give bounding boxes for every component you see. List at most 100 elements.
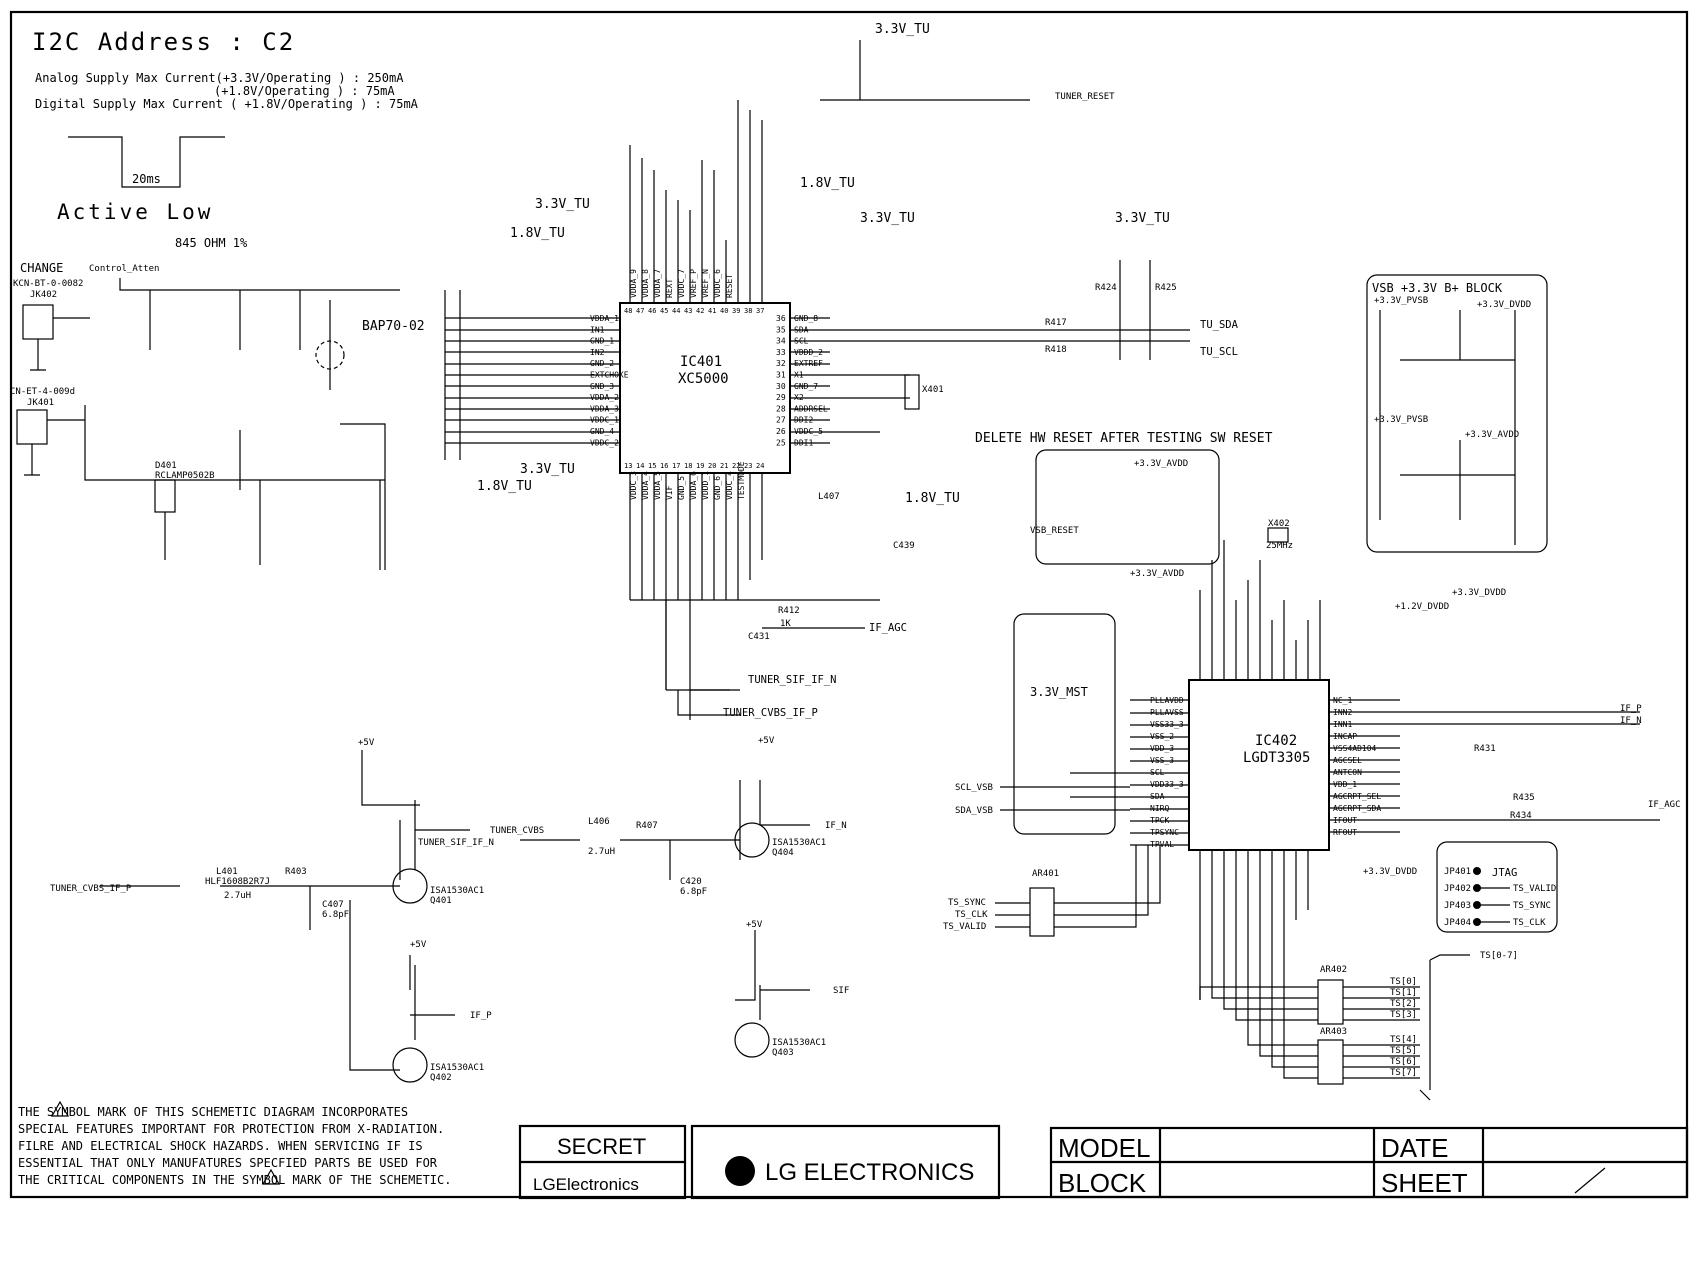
jp403-label: JP403 — [1444, 901, 1471, 911]
ic401-pinnum-bottom-3: 16 — [660, 462, 668, 470]
rail-12-dvdd: +1.2V_DVDD — [1395, 602, 1449, 612]
jp402-label: JP402 — [1444, 884, 1471, 894]
digital-supply-note: Digital Supply Max Current ( +1.8V/Opera… — [35, 97, 419, 111]
l407-ref: L407 — [818, 492, 840, 502]
ic401-pinnum-bottom-7: 20 — [708, 462, 716, 470]
ts-bus-label: TS[0-7] — [1480, 951, 1518, 961]
ic401-pinnum-right-10: 26 — [776, 427, 786, 436]
ic401-pin-left-4: GND_2 — [590, 359, 614, 368]
bap70-label: BAP70-02 — [362, 319, 425, 334]
x402-ref: X402 — [1268, 519, 1290, 529]
sheet-label: SHEET — [1381, 1168, 1468, 1198]
ic401-pin-left-2: GND_1 — [590, 337, 614, 346]
ar403-ref: AR403 — [1320, 1027, 1347, 1037]
ic401-pin-bottom-9: TESTMODE — [737, 461, 746, 500]
jtag-ts-clk: TS_CLK — [1513, 918, 1546, 928]
l406-ref: L406 — [588, 817, 610, 827]
rail-33-tu-a: 3.3V_TU — [535, 197, 590, 212]
ic401-pin-bottom-2: VDDA_5 — [653, 471, 662, 500]
jtag-ts-valid: TS_VALID — [1513, 884, 1556, 894]
warning-line-3: FILRE AND ELECTRICAL SHOCK HAZARDS. WHEN… — [18, 1139, 423, 1153]
c407-val: 6.8pF — [322, 910, 349, 920]
ar401-ref: AR401 — [1032, 869, 1059, 879]
warning-line-2: SPECIAL FEATURES IMPORTANT FOR PROTECTIO… — [18, 1122, 444, 1136]
rail-33-tu-e: 3.3V_TU — [1115, 211, 1170, 226]
tuner-sif-if-n-label: TUNER_SIF_IF_N — [748, 674, 837, 686]
ic402-ref: IC402 — [1255, 733, 1297, 749]
ts3-label: TS[3] — [1390, 1010, 1417, 1020]
analog-supply-note: Analog Supply Max Current(+3.3V/Operatin… — [35, 71, 404, 85]
ic401-pinnum-bottom-4: 17 — [672, 462, 680, 470]
ic401-pinnum-bottom-9: 22 — [732, 462, 740, 470]
warning-line-5: THE CRITICAL COMPONENTS IN THE SYMBOL MA… — [18, 1173, 451, 1187]
ar402-ref: AR402 — [1320, 965, 1347, 975]
ic401-pin-right-11: DDI1 — [794, 438, 813, 447]
transistor-q404 — [734, 822, 770, 858]
ic401-pin-right-2: SCL — [794, 337, 809, 346]
ic401-pinnum-right-11: 25 — [776, 438, 786, 447]
r425-ref: R425 — [1155, 283, 1177, 293]
x402-freq: 25MHz — [1266, 541, 1293, 551]
r412-ref: R412 — [778, 606, 800, 616]
rail-5v-c: +5V — [758, 736, 775, 746]
jk401-ref: JK401 — [27, 398, 54, 408]
sheet-slash — [1574, 1167, 1606, 1194]
ic401-pinnum-right-3: 33 — [776, 348, 786, 357]
ic401-pinnum-bottom-10: 23 — [744, 462, 752, 470]
jack-wires — [24, 317, 90, 476]
pulse-width: 20ms — [132, 172, 161, 186]
ic401-top-pins — [629, 100, 763, 303]
ic401-pinnum-right-1: 35 — [776, 325, 786, 334]
ic401-pinnum-right-4: 32 — [776, 359, 786, 368]
ic402-pin-right-9: AGCRPT_SDA — [1333, 804, 1381, 813]
l401-val: 2.7uH — [224, 891, 251, 901]
sda-vsb-label: SDA_VSB — [955, 806, 993, 816]
c439-ref: C439 — [893, 541, 915, 551]
jp404-label: JP404 — [1444, 918, 1471, 928]
rail-33-pvsb-b: +3.3V_PVSB — [1374, 415, 1428, 425]
ic401-pin-right-1: SDA — [794, 325, 809, 334]
ic401-pin-bottom-0: VDDC_3 — [629, 471, 638, 500]
ic401-pinnum-top-5: 43 — [684, 307, 692, 315]
resistor-array-ar402 — [1317, 979, 1344, 1025]
control-atten-label: Control_Atten — [89, 264, 159, 274]
resistor-array-ar403 — [1317, 1039, 1344, 1085]
ts-sync-label: TS_SYNC — [948, 898, 986, 908]
tu-sda-label: TU_SDA — [1200, 319, 1239, 331]
input-path-wires — [84, 278, 400, 570]
rail-33-avdd-a: +3.3V_AVDD — [1465, 430, 1519, 440]
ic402-pin-right-8: AGCRPT_SEL — [1333, 792, 1381, 801]
i2c-address: I2C Address : C2 — [32, 28, 295, 56]
c420-ref: C420 — [680, 877, 702, 887]
ic401-pinnum-top-8: 40 — [720, 307, 728, 315]
ic402-pin-right-10: IFOUT — [1333, 816, 1357, 825]
ic401-pin-bottom-8: VDDC_4 — [725, 471, 734, 500]
ts-line-labels: TS[0] TS[1] TS[2] TS[3] TS[4] TS[5] TS[6… — [1390, 977, 1417, 1078]
ic401-part: XC5000 — [678, 371, 729, 387]
transistor-q403 — [734, 1022, 770, 1058]
r417-ref: R417 — [1045, 318, 1067, 328]
ic401-pin-left-0: VDDA_1 — [590, 314, 619, 323]
ic401-pinnum-right-9: 27 — [776, 416, 786, 425]
ic402-pin-left-4: VDD_3 — [1150, 744, 1174, 753]
ic401-pin-top-6: VREF_N — [701, 269, 710, 298]
q403-ref: Q403 — [772, 1048, 794, 1058]
ic401-pin-top-2: VDDA_7 — [653, 269, 662, 298]
ic401-pinnum-top-3: 45 — [660, 307, 668, 315]
if-n-in-label: IF_N — [1620, 716, 1642, 726]
tuner-reset-label: TUNER_RESET — [1055, 92, 1115, 102]
ic402-pin-left-0: PLLAVDD — [1150, 696, 1184, 705]
rail-5v-b: +5V — [410, 940, 427, 950]
transistor-q402 — [392, 1047, 428, 1083]
rail-33-tu-c: 3.3V_TU — [875, 22, 930, 37]
model-label: MODEL — [1058, 1133, 1150, 1163]
jk402-ref: JK402 — [30, 290, 57, 300]
ic402-pin-left-12: TPVAL — [1150, 840, 1174, 849]
rail-18-tu-b: 1.8V_TU — [800, 176, 855, 191]
ic401-pin-bottom-3: VIF — [665, 485, 674, 500]
ic401-ref: IC401 — [680, 354, 722, 370]
warning-triangle-icon-2 — [261, 1168, 281, 1185]
tuner-cvbs-out: TUNER_CVBS — [490, 826, 544, 836]
ic401-pinnum-bottom-0: 13 — [624, 462, 632, 470]
warning-line-1: THE SYMBOL MARK OF THIS SCHEMETIC DIAGRA… — [18, 1105, 408, 1119]
